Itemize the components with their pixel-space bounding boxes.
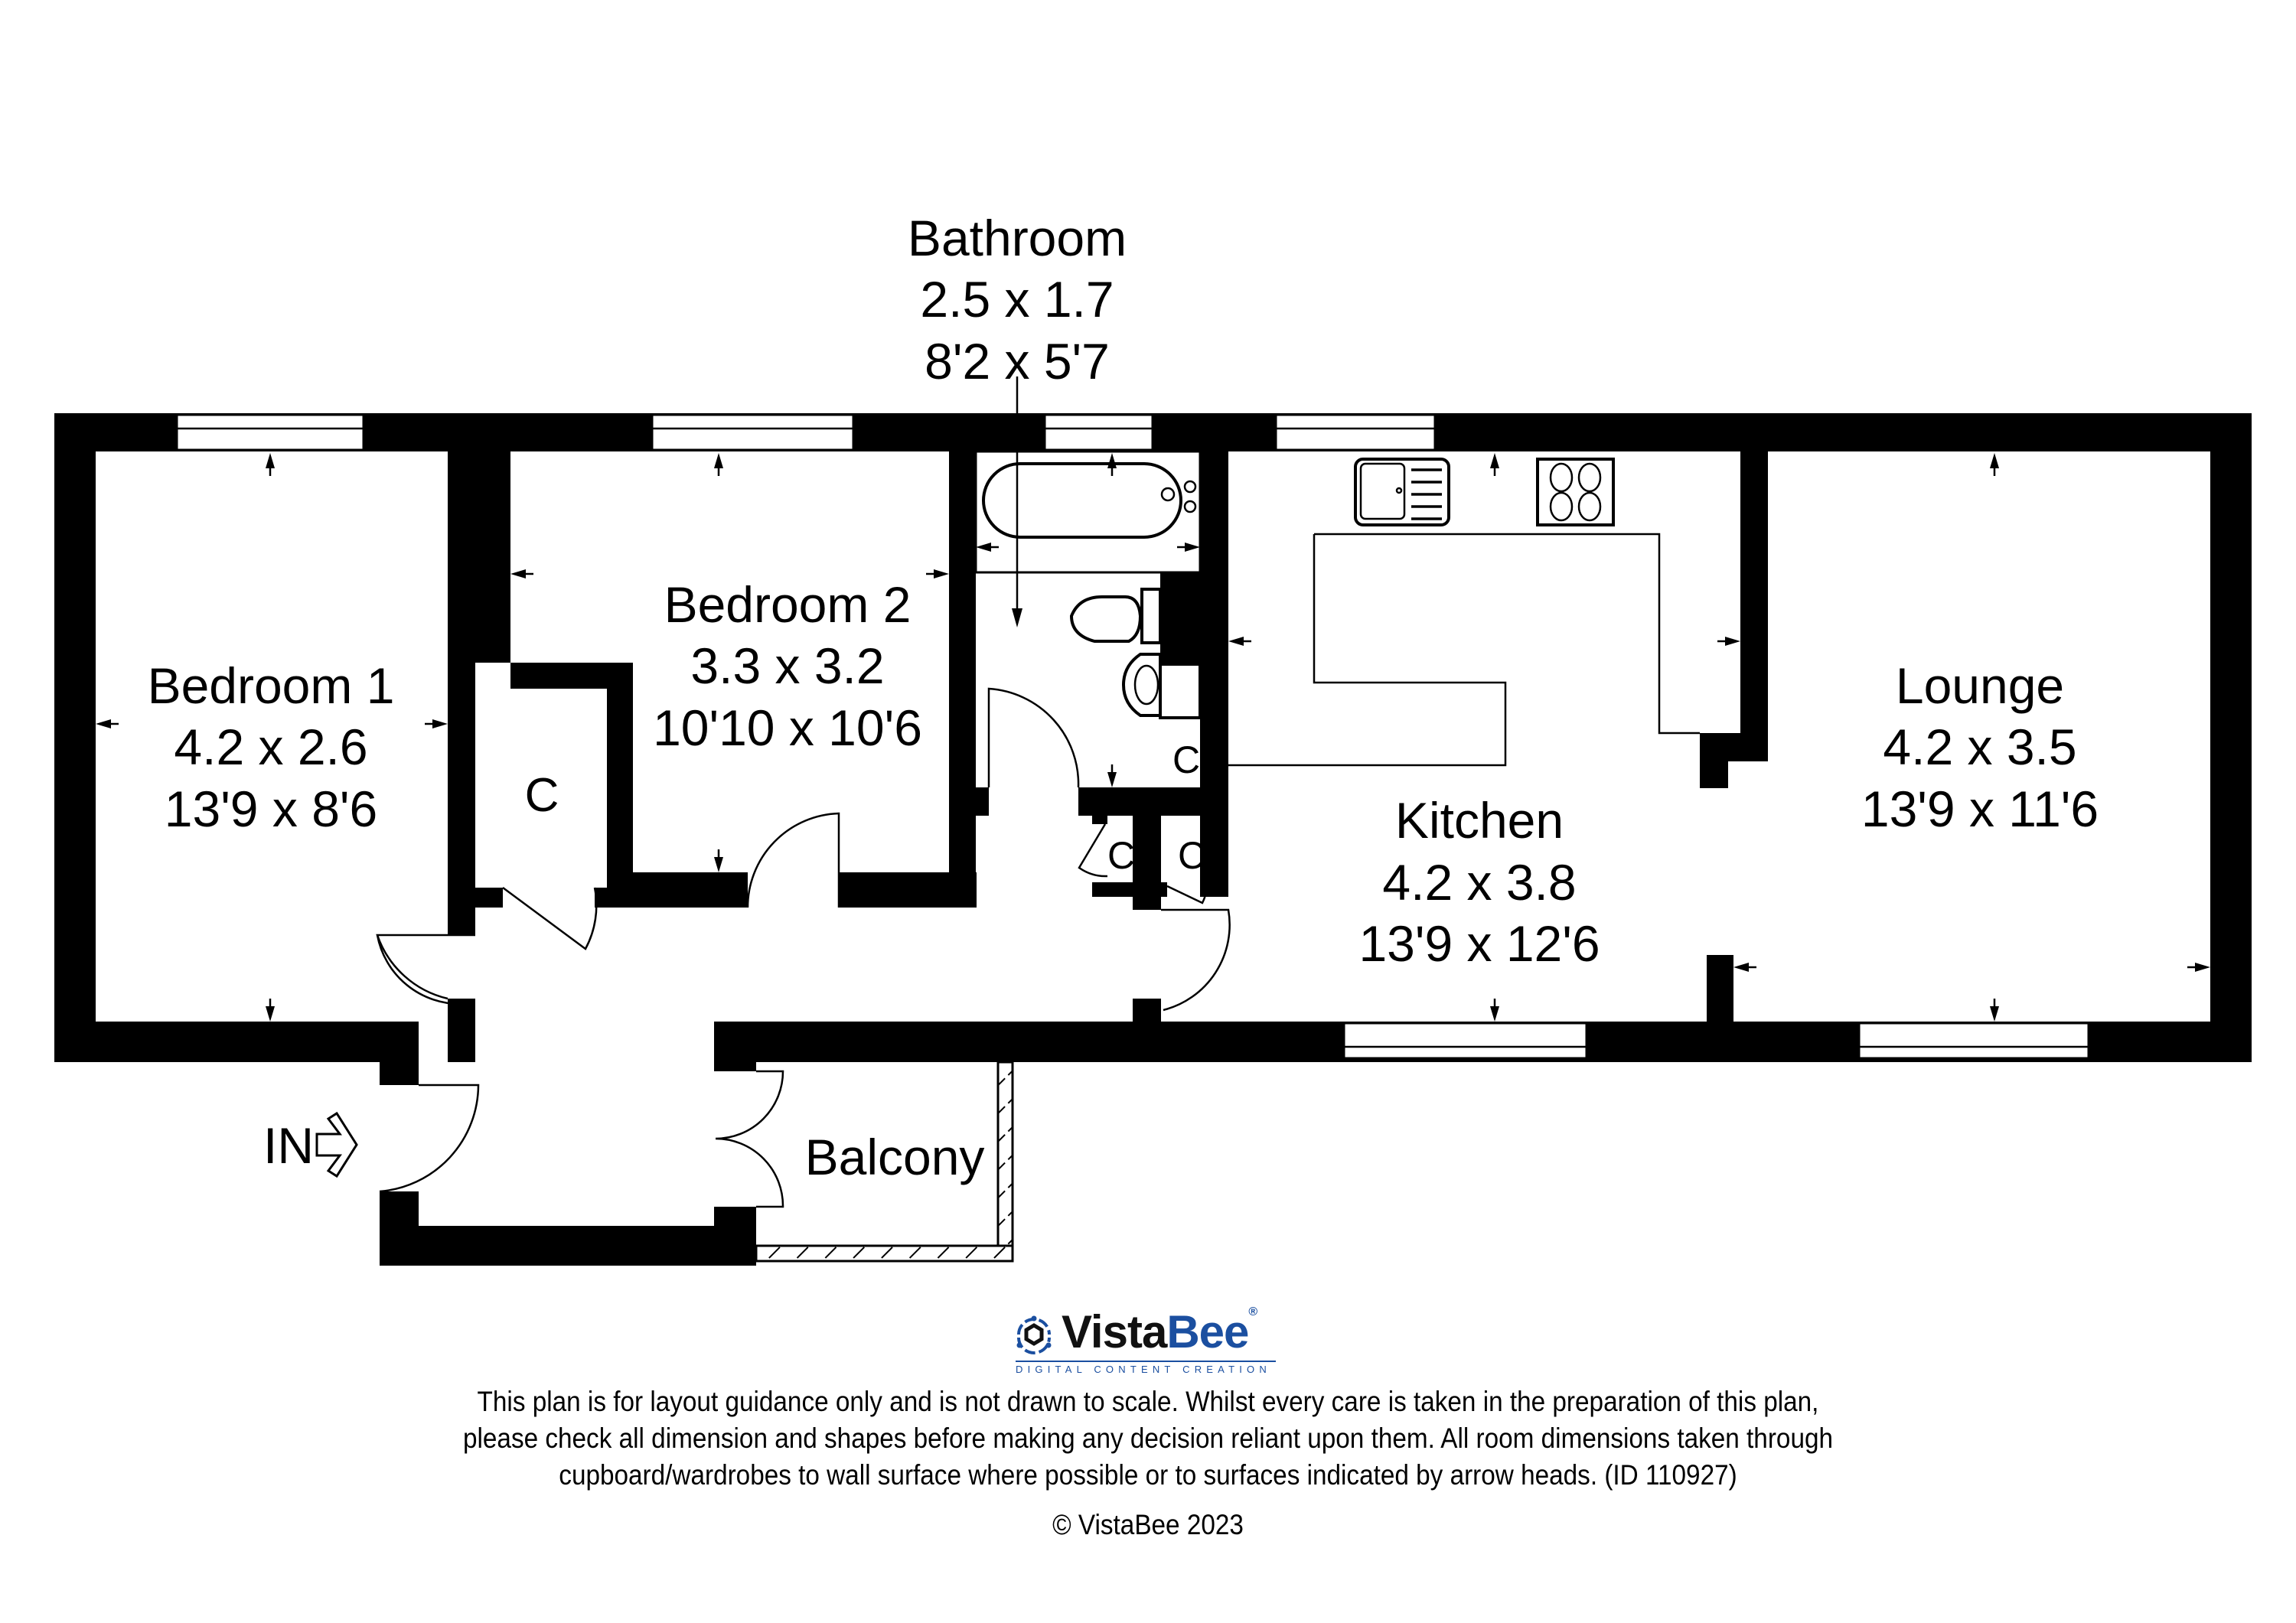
bedroom2-imperial: 10'10 x 10'6	[653, 699, 922, 756]
bathroom-name: Bathroom	[908, 210, 1127, 266]
balcony-name: Balcony	[805, 1129, 985, 1185]
brand-name: VistaBee®	[1062, 1305, 1257, 1357]
cupboard-label: C	[1107, 834, 1135, 877]
bedroom1-imperial: 13'9 x 8'6	[165, 781, 377, 837]
disclaimer-line: This plan is for layout guidance only an…	[477, 1386, 1819, 1417]
cupboard-door	[502, 886, 598, 950]
disclaimer-line: cupboard/wardrobes to wall surface where…	[559, 1459, 1737, 1491]
bedroom2-door	[746, 812, 840, 908]
entrance-label: IN	[263, 1117, 314, 1174]
bathroom-imperial: 8'2 x 5'7	[925, 333, 1110, 389]
lounge-imperial: 13'9 x 11'6	[1861, 781, 2099, 837]
kitchen-fixtures	[1228, 458, 1700, 767]
cupboard-label: C	[1172, 738, 1200, 781]
windows	[175, 413, 2090, 1060]
bedroom1-metric: 4.2 x 2.6	[174, 719, 367, 775]
balcony-doors	[715, 1070, 784, 1208]
vistabee-hexagon-icon	[1016, 1315, 1052, 1354]
bedroom1-name: Bedroom 1	[148, 657, 395, 714]
entrance-door	[379, 1084, 480, 1193]
entrance-arrow-icon	[315, 1111, 358, 1178]
lounge-name: Lounge	[1896, 657, 2064, 714]
walls	[54, 413, 2252, 1266]
bedroom2-metric: 3.3 x 3.2	[690, 637, 884, 694]
bathroom-door	[987, 687, 1080, 788]
disclaimer-line: please check all dimension and shapes be…	[462, 1423, 1834, 1454]
copyright: © VistaBee 2023	[1052, 1509, 1244, 1540]
cupboard-label: C	[1178, 834, 1205, 877]
kitchen-imperial: 13'9 x 12'6	[1358, 915, 1600, 972]
kitchen-door	[1161, 908, 1231, 1012]
toilet-cistern	[1140, 588, 1162, 644]
vistabee-logo: VistaBee® DIGITAL CONTENT CREATION	[1014, 1305, 1278, 1375]
balcony-railing	[755, 1061, 1014, 1263]
lounge-metric: 4.2 x 3.5	[1883, 719, 2076, 775]
brand-tagline: DIGITAL CONTENT CREATION	[1016, 1361, 1276, 1375]
kitchen-name: Kitchen	[1395, 792, 1564, 849]
toilet-bowl	[1069, 595, 1143, 643]
room-labels: Bedroom 1 4.2 x 2.6 13'9 x 8'6 Bedroom 2…	[148, 210, 2099, 1185]
bath-cupboard	[1159, 663, 1202, 719]
kitchen-metric: 4.2 x 3.8	[1382, 854, 1576, 911]
cupboard-label: C	[525, 769, 559, 822]
dimension-arrows	[96, 376, 2210, 1022]
worktop	[1228, 533, 1700, 767]
bathroom-metric: 2.5 x 1.7	[920, 271, 1114, 328]
bedroom2-name: Bedroom 2	[664, 576, 912, 633]
bedroom1-door	[376, 934, 475, 1000]
basin	[1121, 653, 1162, 717]
doors	[376, 687, 1231, 1208]
bathtub	[982, 462, 1182, 539]
bathroom-fixtures	[974, 450, 1202, 719]
disclaimer: This plan is for layout guidance only an…	[115, 1383, 2181, 1494]
hob	[1536, 458, 1615, 526]
sink	[1354, 458, 1450, 526]
